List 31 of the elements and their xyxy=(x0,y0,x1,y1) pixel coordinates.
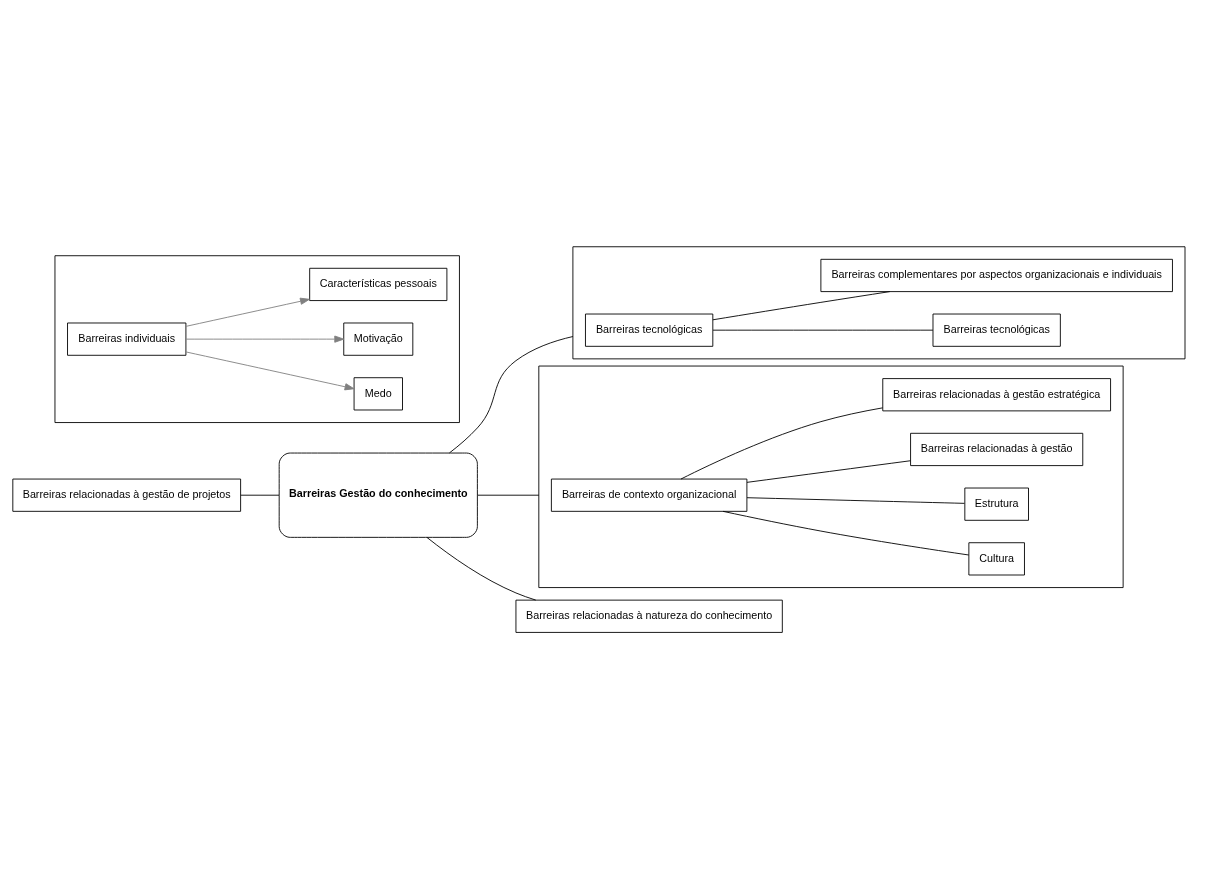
node-box: Barreiras relacionadas à gestão estratégica xyxy=(882,378,1111,412)
connector xyxy=(426,536,537,601)
cluster xyxy=(572,246,1186,360)
node-box: Barreiras de contexto organizacional xyxy=(550,478,748,512)
node-box: Barreiras relacionadas à gestão de projetos xyxy=(12,478,242,512)
connector xyxy=(722,510,970,556)
node-box: Características pessoais xyxy=(309,267,448,301)
node-box: Cultura xyxy=(968,542,1025,576)
connector xyxy=(712,329,934,331)
connector xyxy=(240,494,280,496)
node-box: Estrutura xyxy=(964,487,1029,521)
connector xyxy=(746,460,911,483)
arrow xyxy=(185,335,345,343)
arrow xyxy=(185,297,310,327)
node-box: Barreiras tecnológicas xyxy=(585,313,714,347)
connector xyxy=(449,336,574,454)
node-box: Barreiras tecnológicas xyxy=(932,313,1061,347)
node-box: Barreiras individuais xyxy=(67,322,187,356)
node-box: Barreiras relacionadas à gestão xyxy=(910,432,1084,467)
cluster xyxy=(538,365,1124,589)
node-box: Barreiras relacionadas à natureza do conhecimento xyxy=(515,599,783,633)
connector xyxy=(477,494,540,496)
cluster xyxy=(54,255,460,423)
node-box: Barreiras Gestão do conhecimento xyxy=(278,452,478,538)
connector xyxy=(746,497,965,504)
connector xyxy=(712,291,891,321)
arrow xyxy=(185,351,355,391)
node-box: Barreiras complementares por aspectos organizacionais e individuais xyxy=(820,258,1173,293)
node-box: Medo xyxy=(353,377,403,411)
node-box: Motivação xyxy=(343,322,414,356)
connector xyxy=(680,407,884,480)
